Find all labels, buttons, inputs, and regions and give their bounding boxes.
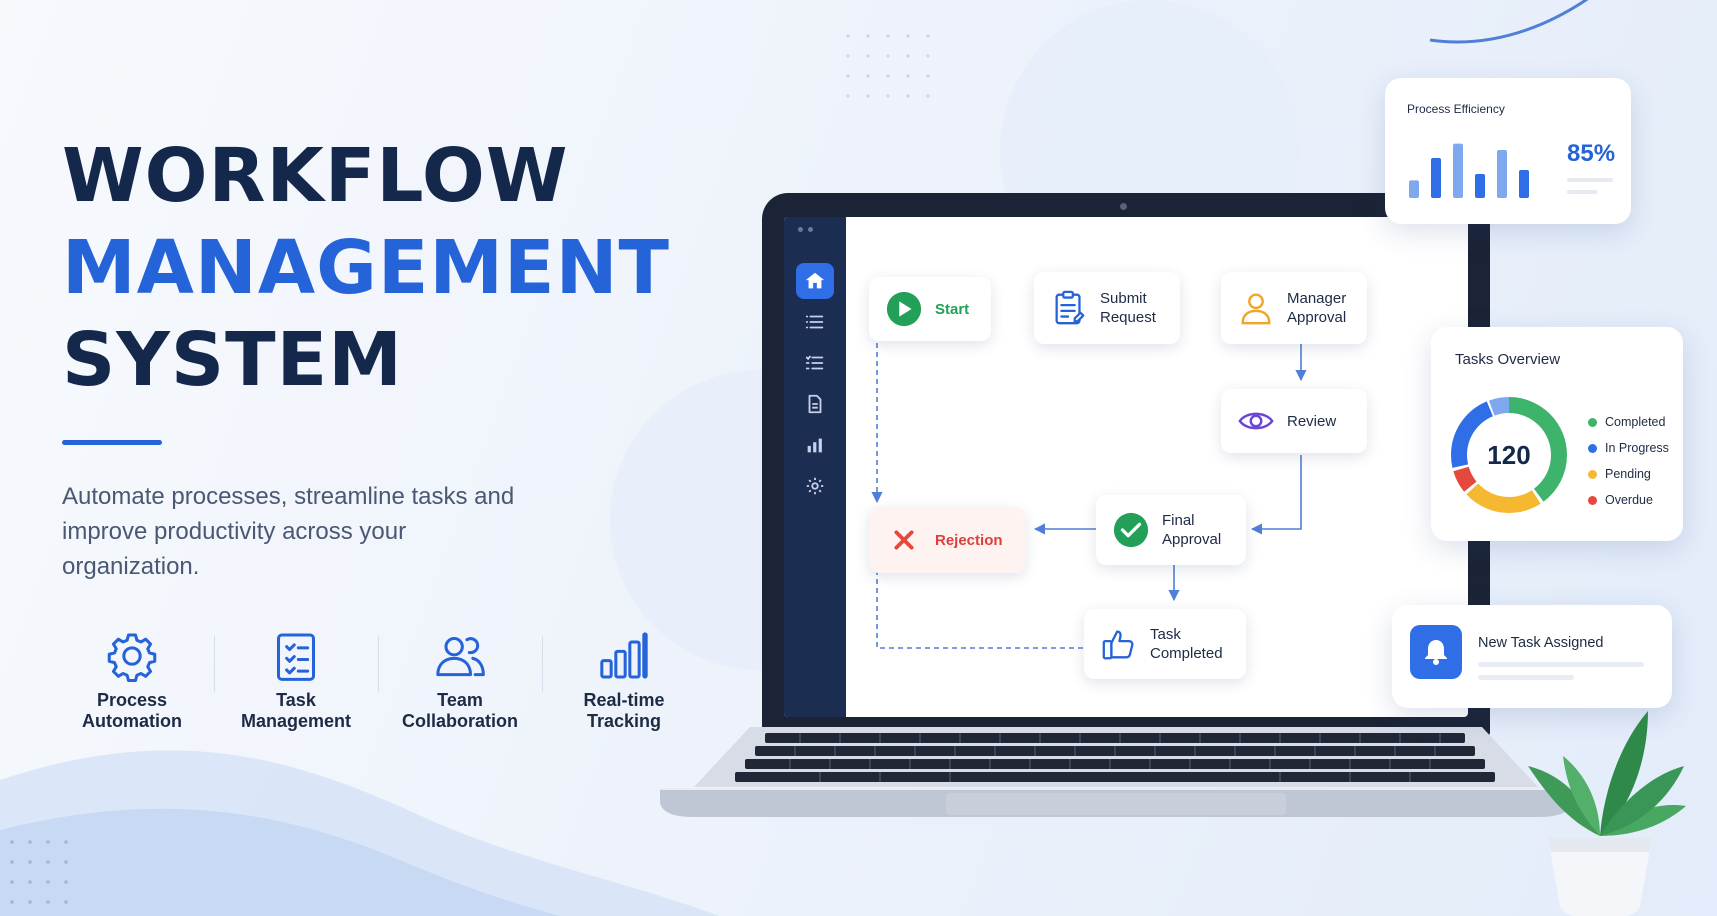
list-icon (805, 315, 824, 329)
app-window: Start Submit Request Manager Approval Re… (784, 217, 1468, 717)
node-label: Start (935, 300, 970, 318)
node-label: Task Completed (1150, 626, 1223, 662)
feature-label: Real-time Tracking (583, 690, 665, 731)
sidebar-item-settings[interactable] (796, 468, 834, 504)
tasks-donut-chart (1451, 397, 1567, 513)
efficiency-bar (1497, 150, 1507, 198)
workflow-node-start[interactable]: Start (869, 277, 991, 341)
feature-label: Task Management (240, 690, 352, 731)
feature-list: Process Automation Task Management Team … (50, 628, 706, 732)
hero-divider (62, 440, 162, 445)
feature-real-time-tracking: Real-time Tracking (542, 628, 706, 732)
hero-title-line-2: MANAGEMENT (62, 225, 670, 311)
feature-team-collaboration: Team Collaboration (378, 628, 542, 732)
user-icon (1241, 293, 1271, 325)
feature-label: Team Collaboration (402, 690, 518, 731)
placeholder-line (1567, 190, 1597, 194)
home-icon (805, 272, 825, 289)
efficiency-value: 85% (1567, 140, 1616, 167)
efficiency-bar (1453, 143, 1463, 198)
clipboard-checklist-icon (276, 633, 316, 681)
notification-icon-box (1410, 625, 1462, 679)
feature-task-management: Task Management (214, 628, 378, 732)
legend-item-in-progress: In Progress (1588, 435, 1669, 461)
efficiency-bar (1431, 158, 1441, 198)
window-controls (798, 227, 813, 232)
hero-description: Automate processes, streamline tasks and… (62, 483, 515, 580)
laptop-keyboard-base (660, 727, 1572, 817)
document-icon (808, 394, 822, 414)
efficiency-bar (1519, 170, 1529, 198)
play-icon (886, 291, 922, 327)
node-label: Final Approval (1162, 512, 1222, 548)
node-label: Rejection (935, 531, 1003, 549)
process-efficiency-card[interactable]: Process Efficiency 85% (1385, 78, 1631, 224)
workflow-node-manager-approval[interactable]: Manager Approval (1221, 272, 1367, 344)
node-label: Submit Request (1100, 290, 1156, 326)
efficiency-bar-chart (1409, 143, 1529, 198)
placeholder-line (1567, 178, 1613, 182)
bell-icon (1425, 640, 1447, 665)
laptop-camera (1120, 203, 1127, 210)
gear-icon (107, 633, 157, 683)
legend-item-pending: Pending (1588, 461, 1669, 487)
close-icon (894, 530, 914, 550)
potted-plant-decoration (1528, 711, 1686, 916)
hero-title-line-1: WORKFLOW (62, 133, 569, 219)
workflow-node-task-completed[interactable]: Task Completed (1084, 609, 1246, 679)
thumbs-up-icon (1102, 630, 1134, 660)
app-sidebar (784, 217, 846, 717)
bar-chart-icon (807, 438, 822, 453)
check-circle-icon (1113, 512, 1149, 548)
placeholder-line (1478, 662, 1644, 667)
hero-section: WORKFLOW MANAGEMENT SYSTEM Automate proc… (62, 130, 702, 584)
sidebar-item-list[interactable] (796, 304, 834, 340)
checklist-icon (805, 355, 824, 370)
hero-title-line-3: SYSTEM (62, 317, 403, 403)
tasks-total: 120 (1487, 439, 1531, 470)
team-users-icon (436, 636, 485, 677)
card-title: Process Efficiency (1407, 102, 1505, 116)
bar-chart-icon (600, 632, 648, 679)
placeholder-line (1478, 675, 1574, 680)
card-title: Tasks Overview (1455, 351, 1561, 368)
workflow-node-submit-request[interactable]: Submit Request (1034, 272, 1180, 344)
eye-icon (1238, 412, 1274, 430)
node-label: Review (1287, 412, 1337, 430)
sidebar-item-documents[interactable] (796, 386, 834, 422)
sidebar-item-checklist[interactable] (796, 345, 834, 381)
feature-process-automation: Process Automation (50, 628, 214, 732)
efficiency-bar (1475, 174, 1485, 198)
efficiency-bar (1409, 180, 1419, 198)
feature-label: Process Automation (82, 690, 182, 731)
workflow-node-review[interactable]: Review (1221, 389, 1367, 453)
notification-card[interactable]: New Task Assigned (1392, 605, 1672, 708)
settings-icon (806, 477, 824, 495)
sidebar-item-reports[interactable] (796, 427, 834, 463)
tasks-overview-card[interactable]: Tasks Overview 120 Completed In Progress… (1431, 327, 1683, 541)
notification-title: New Task Assigned (1478, 635, 1604, 651)
laptop-screen-frame: Start Submit Request Manager Approval Re… (762, 193, 1490, 738)
sidebar-item-home[interactable] (796, 263, 834, 299)
node-label: Manager Approval (1287, 290, 1347, 326)
workflow-node-final-approval[interactable]: Final Approval (1096, 495, 1246, 565)
workflow-node-rejection[interactable]: Rejection (869, 507, 1025, 573)
tasks-legend: Completed In Progress Pending Overdue (1588, 409, 1669, 513)
legend-item-completed: Completed (1588, 409, 1669, 435)
legend-item-overdue: Overdue (1588, 487, 1669, 513)
clipboard-icon (1055, 290, 1085, 325)
